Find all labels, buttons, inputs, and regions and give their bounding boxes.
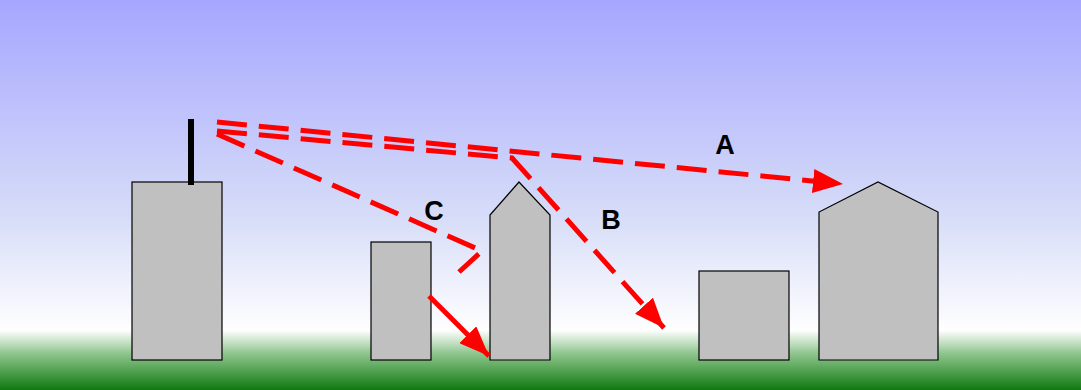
building: [132, 182, 222, 360]
ray-label: C: [424, 198, 444, 225]
ray-path: [217, 134, 482, 272]
ray-label: B: [601, 207, 621, 234]
ray-path: [217, 131, 664, 328]
building: [490, 182, 550, 360]
ray-path: [429, 296, 489, 356]
ray-label: A: [715, 132, 735, 159]
building: [819, 182, 938, 360]
building: [699, 271, 789, 360]
antenna: [188, 119, 194, 185]
building: [371, 242, 431, 360]
